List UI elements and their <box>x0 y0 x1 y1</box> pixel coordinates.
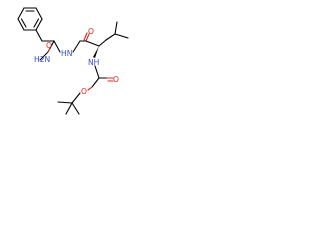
ring-bond <box>17 7 25 20</box>
molecule-diagram: H2N HN O O NH O O <box>0 0 150 150</box>
ring-bond <box>35 18 43 31</box>
side-chain-bond <box>105 33 116 41</box>
carbonyl-to-n-bond <box>39 51 49 61</box>
side-chain-bond <box>114 33 129 39</box>
c-o-double-bond <box>83 32 88 41</box>
atom-label-nh: HN <box>61 49 72 58</box>
ring-bond <box>35 7 43 20</box>
structure-svg: H2N HN O O NH O O <box>17 7 129 115</box>
atom-label-o: O <box>88 27 94 36</box>
ring-double-bond <box>20 18 27 28</box>
side-chain-bond <box>114 21 118 35</box>
boc-c-o-bond <box>91 77 100 88</box>
benzyl-bond <box>35 29 43 42</box>
atom-label-o: O <box>81 87 87 96</box>
leu-alpha-bond <box>85 40 100 47</box>
side-chain-bond <box>98 39 107 47</box>
c-o-double-bond <box>85 33 90 42</box>
atom-label-h2n: H2N <box>34 55 50 64</box>
n-to-carbonyl-bond <box>72 40 81 53</box>
ring-double-bond <box>33 18 40 28</box>
atom-label-o: O <box>46 41 52 50</box>
boc-o-bond <box>87 86 93 91</box>
tbu-methyl <box>57 101 73 104</box>
n-to-boc-c-bond <box>94 65 100 79</box>
atom-label-nh: NH <box>88 58 99 67</box>
atom-label-o: O <box>113 75 119 84</box>
phenyl-ring <box>17 7 43 31</box>
ring-bond <box>17 18 25 31</box>
tbu-bond <box>71 92 81 104</box>
c-o-bond <box>47 48 51 53</box>
alpha-to-n-bond <box>53 40 61 53</box>
stereo-wedge <box>93 46 99 58</box>
tbu-methyl <box>71 102 80 115</box>
tbu-methyl <box>65 102 73 115</box>
